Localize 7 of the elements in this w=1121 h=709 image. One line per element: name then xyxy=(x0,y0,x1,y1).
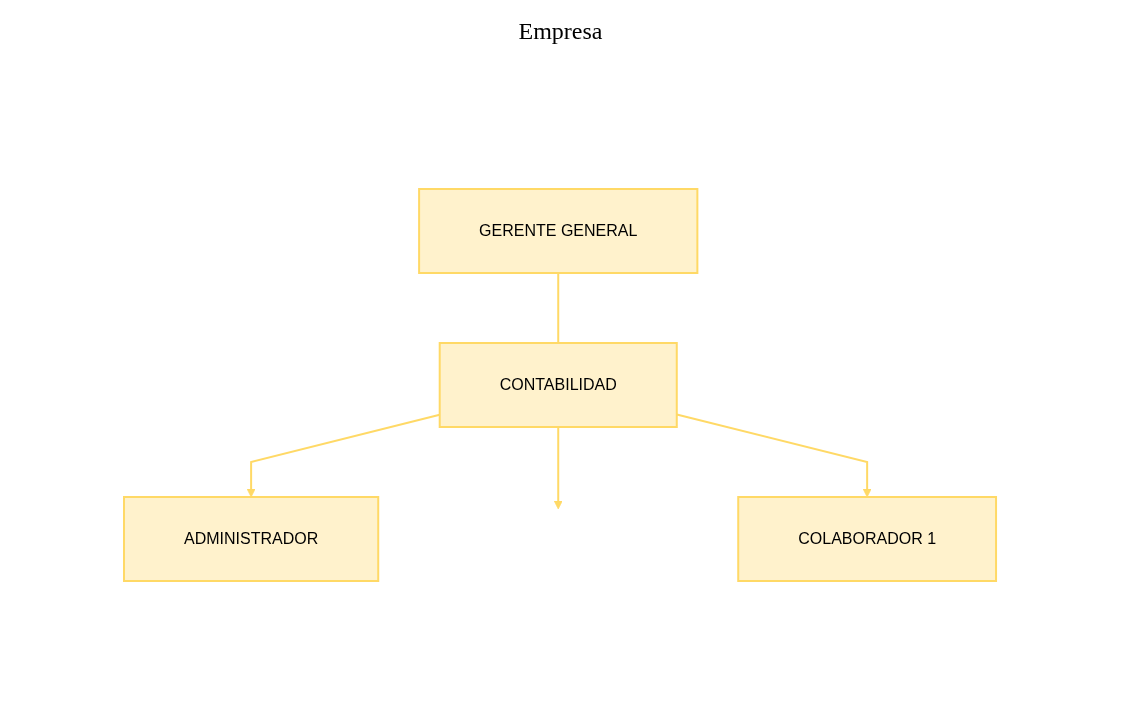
node-box: COLABORADOR 1 xyxy=(737,496,998,582)
node-box: GERENTE GENERAL xyxy=(418,188,699,274)
arrow xyxy=(554,426,564,510)
diagram-title: Empresa xyxy=(518,18,603,45)
node-box: ADMINISTRADOR xyxy=(123,496,380,582)
connector xyxy=(557,272,560,344)
node-box: CONTABILIDAD xyxy=(439,342,679,428)
